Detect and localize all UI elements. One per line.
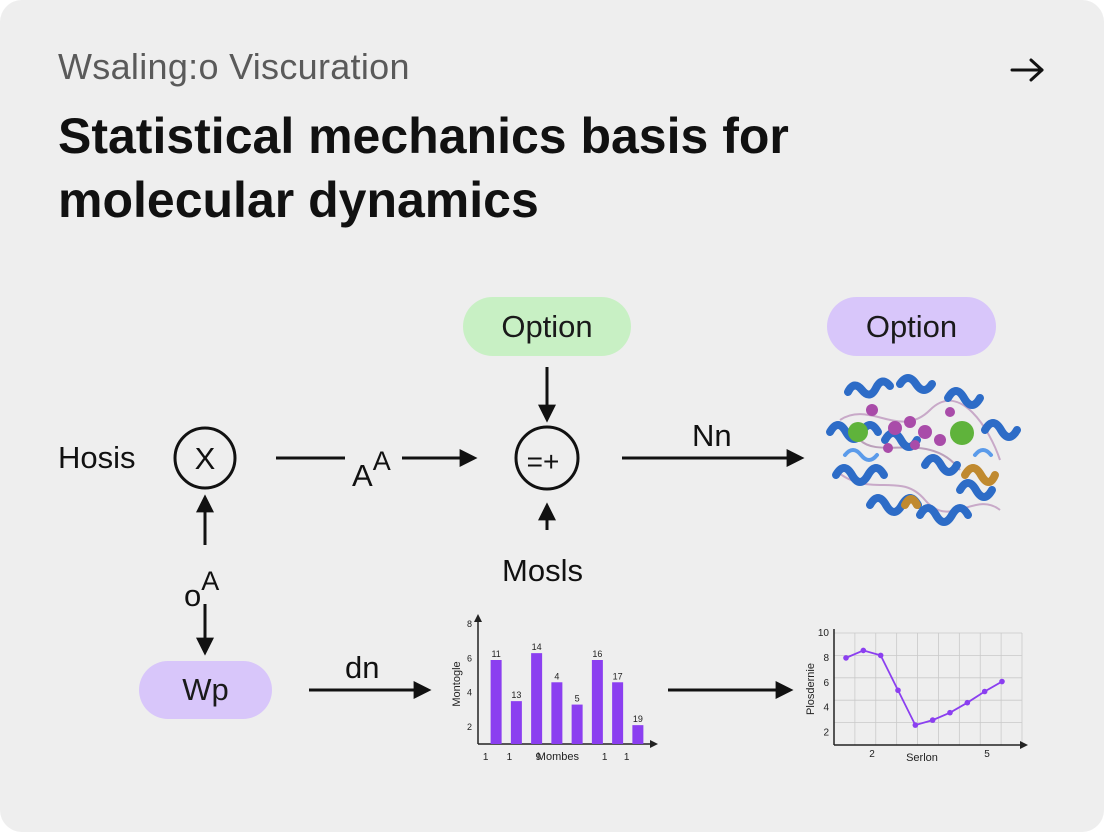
line-point	[929, 717, 936, 723]
line-y-tick: 4	[823, 703, 829, 714]
a-label-sup: A	[372, 446, 391, 476]
eyebrow-label: Wsaling:o Viscuration	[58, 46, 410, 87]
bar-data-label: 13	[511, 690, 521, 700]
option-purple-pill[interactable]: Option	[827, 297, 996, 356]
bar	[591, 660, 603, 744]
bar-data-label: 14	[532, 642, 542, 652]
bar-data-label: 16	[592, 649, 602, 659]
bar	[551, 682, 563, 744]
bar-y-arrowhead	[474, 614, 482, 622]
line-y-tick: 2	[823, 728, 829, 739]
line-point	[981, 688, 988, 695]
node-sum	[514, 425, 580, 491]
bar-x-tick: 1	[483, 752, 489, 763]
line-point	[877, 652, 884, 659]
dn-label: dn	[345, 650, 380, 685]
line-point	[947, 709, 953, 716]
bar-x-arrowhead	[650, 740, 658, 748]
mosls-label: Mosls	[502, 553, 583, 588]
line-series	[845, 649, 1003, 727]
a-label: AA	[352, 446, 391, 494]
line-point	[860, 647, 867, 654]
node-x-label: X	[195, 441, 216, 476]
line-point	[843, 655, 849, 661]
line-point	[964, 699, 971, 706]
bar-data-label: 5	[575, 694, 580, 704]
bar-y-tick: 8	[467, 619, 472, 629]
bar-x-tick: 9	[536, 752, 542, 763]
bar-x-tick: 1	[602, 752, 608, 763]
bar-data-label: 11	[491, 649, 500, 659]
bar	[571, 704, 583, 744]
line-point	[912, 722, 919, 728]
line-x-arrowhead	[1020, 741, 1028, 749]
arrow-right-icon[interactable]	[1004, 48, 1052, 92]
line-y-label: Plosdernie	[805, 663, 817, 715]
node-x	[173, 426, 237, 490]
line-y-tick: 8	[823, 653, 829, 664]
o-label: oA	[184, 566, 219, 614]
bar-x-label: Mombes	[537, 751, 580, 763]
line-x-tick: 5	[984, 749, 990, 760]
bar	[612, 682, 624, 744]
bar-y-tick: 4	[467, 688, 472, 698]
line-point	[999, 678, 1005, 685]
page-title: Statistical mechanics basis for molecula…	[58, 108, 789, 228]
bar	[632, 725, 644, 744]
bar	[490, 660, 502, 744]
bar	[531, 653, 543, 744]
wp-pill[interactable]: Wp	[139, 661, 272, 719]
bar-y-label: Montogle	[451, 661, 463, 706]
bar	[510, 701, 522, 744]
line-x-tick: 2	[869, 749, 875, 760]
line-x-label: Serlon	[906, 752, 938, 764]
bar-y-tick: 2	[467, 722, 472, 732]
bar-data-label: 4	[554, 671, 559, 681]
option-green-pill[interactable]: Option	[463, 297, 631, 356]
line-y-tick: 6	[823, 678, 829, 689]
bar-x-tick: 1	[507, 752, 513, 763]
nn-label: Nn	[692, 418, 732, 453]
node-sum-label: =+	[527, 446, 560, 477]
line-point	[895, 687, 901, 694]
o-label-main: o	[184, 578, 202, 613]
hosis-label: Hosis	[58, 440, 136, 475]
line-y-tick: 10	[818, 628, 830, 639]
bar-x-tick: 1	[624, 752, 630, 763]
o-label-sup: A	[201, 566, 220, 596]
bar-data-label: 17	[613, 671, 623, 681]
bar-data-label: 19	[633, 714, 643, 724]
protein-structure-icon	[826, 374, 1021, 526]
bar-y-tick: 6	[467, 653, 472, 663]
a-label-main: A	[352, 458, 373, 493]
